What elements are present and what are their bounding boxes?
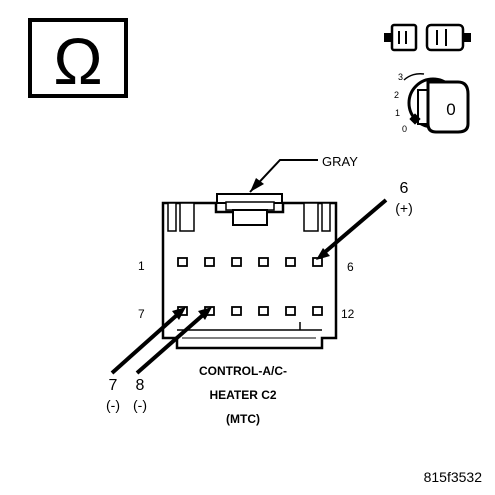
probe-callout-pin8: 8 (-) (133, 307, 212, 413)
cavity-row-top (177, 257, 323, 267)
cavity-2 (204, 257, 215, 267)
cavity-12 (312, 306, 323, 316)
connector-color-label: GRAY (322, 154, 358, 169)
pin6-number: 6 (400, 180, 409, 197)
ignition-position-0: 0 (402, 124, 407, 134)
cavity-9 (231, 306, 242, 316)
connector-name-line2: HEATER C2 (209, 388, 276, 402)
probe-callout-pin7: 7 (-) (106, 307, 186, 413)
disconnect-connector-icon (384, 23, 471, 52)
figure-id: 815f3532 (424, 469, 483, 485)
connector-name-line3: (MTC) (226, 412, 260, 426)
pin-label-7: 7 (138, 307, 145, 321)
cavity-10 (258, 306, 269, 316)
pin7-polarity: (-) (106, 397, 120, 413)
ohm-symbol: Ω (53, 24, 102, 98)
pin-label-12: 12 (341, 307, 355, 321)
pin7-number: 7 (109, 377, 118, 394)
cavity-11 (285, 306, 296, 316)
probe-callout-pin6: 6 (+) (316, 180, 413, 260)
pin-label-6: 6 (347, 260, 354, 274)
ignition-position-3: 3 (398, 72, 403, 82)
ohmmeter-icon: Ω (28, 18, 128, 98)
ignition-off-icon: 3 2 1 0 0 (394, 72, 470, 134)
ignition-position-2: 2 (394, 90, 399, 100)
cavity-1 (177, 257, 188, 267)
ignition-position-1: 1 (395, 108, 400, 118)
pin8-number: 8 (136, 377, 145, 394)
cavity-3 (231, 257, 242, 267)
ignition-key-label: 0 (446, 100, 455, 119)
gray-callout: GRAY (249, 154, 358, 193)
pin6-polarity: (+) (395, 200, 413, 216)
pin8-polarity: (-) (133, 397, 147, 413)
connector-name-line1: CONTROL-A/C- (199, 364, 287, 378)
cavity-5 (285, 257, 296, 267)
cavity-4 (258, 257, 269, 267)
pin-label-1: 1 (138, 259, 145, 273)
